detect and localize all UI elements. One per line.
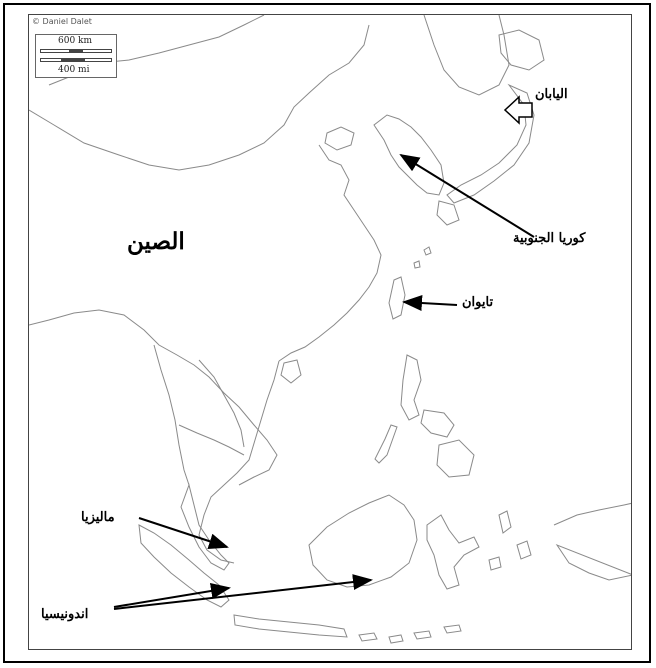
scale-km-bar	[40, 49, 112, 53]
scale-km-label: 600 km	[58, 36, 93, 46]
korea-arrow	[399, 153, 535, 238]
scale-mi-bar	[40, 58, 112, 62]
scale-bar: 600 km 400 mi	[35, 34, 117, 78]
philippines-visayas	[420, 409, 455, 438]
hainan-island	[280, 359, 302, 384]
outer-frame	[3, 3, 651, 663]
label-china: الصين	[127, 228, 185, 255]
indochina-coast	[198, 360, 280, 564]
map-credit: © Daniel Dalet	[32, 17, 92, 26]
label-taiwan: تايوان	[462, 295, 494, 310]
luzon-island	[400, 354, 422, 421]
map-canvas: © Daniel Dalet 600 km 400 mi الصين الياب…	[28, 14, 632, 650]
maluku-islands	[488, 510, 532, 571]
lesser-sunda-islands	[358, 624, 462, 644]
taiwan-island	[388, 276, 406, 320]
mongolia-south-border	[29, 24, 370, 171]
malay-peninsula	[180, 483, 230, 571]
sulawesi-island	[426, 514, 480, 590]
myanmar-thailand-border	[153, 344, 190, 486]
japan-honshu	[446, 83, 535, 204]
japan-kyushu	[436, 200, 460, 226]
java-island	[233, 614, 348, 638]
label-indonesia: اندونيسيا	[41, 607, 89, 622]
ryukyu-islands	[413, 246, 432, 269]
korea-peninsula	[373, 114, 445, 196]
east-asia-map	[29, 15, 631, 644]
japan-arrow	[503, 95, 533, 125]
coastlines	[29, 15, 631, 644]
indonesia-arrow-sumatra	[113, 583, 231, 608]
thailand-cambodia-border	[178, 424, 245, 456]
laos-vietnam-border	[198, 359, 245, 448]
pointer-arrows	[113, 95, 535, 610]
mainland-sea-borders	[29, 309, 278, 486]
sumatra-island	[138, 524, 230, 608]
new-guinea-coast	[553, 502, 631, 581]
indonesia-arrow-borneo	[113, 574, 373, 610]
bohai-gulf	[324, 126, 355, 151]
malaysia-arrow	[138, 517, 229, 549]
taiwan-arrow	[402, 295, 458, 312]
label-south-korea: كوريا الجنوبية	[513, 231, 586, 246]
label-malaysia: ماليزيا	[81, 510, 115, 525]
russia-coast	[423, 15, 510, 96]
china-east-coast	[278, 144, 382, 362]
label-japan: اليابان	[535, 87, 568, 102]
scale-mi-label: 400 mi	[58, 65, 90, 75]
japan-hokkaido	[498, 29, 545, 71]
palawan-island	[374, 424, 398, 464]
mindanao-island	[436, 439, 475, 478]
borneo-island	[308, 494, 418, 588]
